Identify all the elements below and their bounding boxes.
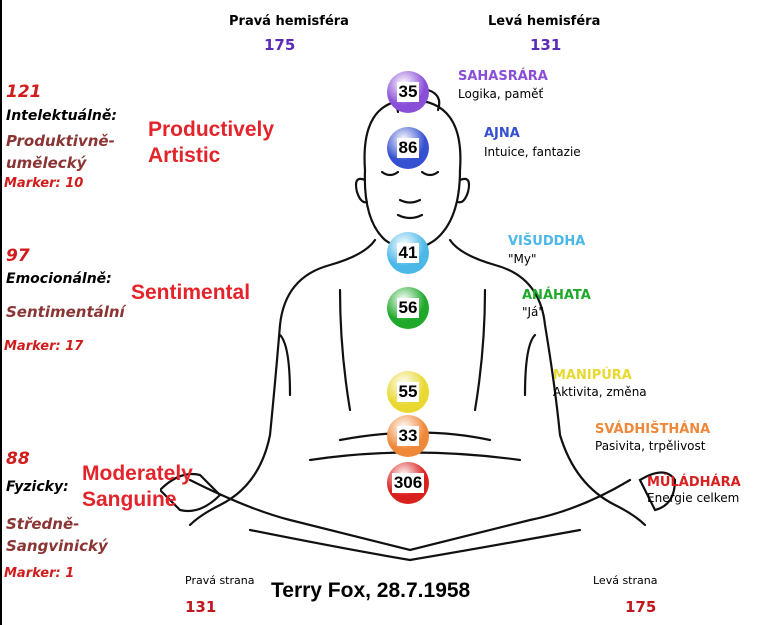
chakra-desc-anahata: "Já" [522,305,544,319]
left-hemisphere-label: Levá hemisféra [488,14,601,29]
meditating-figure-illustration [160,85,677,562]
right-hemisphere-label: Pravá hemisféra [229,14,349,29]
chakra-name-muladhara: MÚLÁDHÁRA [647,475,741,490]
physical-type-line-2: Sangvinický [6,537,108,555]
physical-english-line-1: Moderately [82,462,193,485]
person-title: Terry Fox, 28.7.1958 [271,579,471,602]
chakra-ball-anahata: 56 [387,287,429,329]
intellectual-label: Intelektuálně: [6,108,117,124]
chakra-desc-visuddha: "My" [508,252,537,266]
chakra-ball-ajna: 86 [387,127,429,169]
physical-marker: Marker: 1 [4,566,75,581]
right-side-label: Pravá strana [185,574,255,587]
intellectual-marker: Marker: 10 [4,176,84,191]
chakra-name-manipura: MANIPÚRA [553,368,632,383]
chakra-ball-svadhisthana: 33 [387,415,429,457]
chakra-name-sahasrara: SAHASRÁRA [458,69,548,84]
chakra-value-ajna: 86 [396,138,420,158]
chakra-value-muladhara: 306 [391,473,425,493]
chakra-value-anahata: 56 [396,298,420,318]
intellectual-type-line-2: umělecký [6,154,87,172]
chakra-value-visuddha: 41 [396,243,420,263]
chakra-desc-ajna: Intuice, fantazie [484,145,581,159]
left-side-value: 175 [625,598,657,616]
chakra-desc-manipura: Aktivita, změna [553,385,647,399]
chakra-desc-muladhara: Energie celkem [647,491,740,505]
chakra-ball-sahasrara: 35 [387,71,429,113]
right-hemisphere-value: 175 [264,36,296,54]
intellectual-type-line-1: Produktivně- [6,132,115,150]
intellectual-english-line-2: Artistic [148,144,221,167]
physical-value: 88 [6,449,30,469]
left-border [0,0,2,625]
right-side-value: 131 [185,598,217,616]
emotional-label: Emocionálně: [6,271,112,287]
chakra-name-anahata: ANÁHATA [522,288,591,303]
intellectual-english-line-1: Productively [148,118,275,141]
emotional-value: 97 [6,246,30,266]
chakra-name-visuddha: VIŠUDDHA [508,234,586,249]
physical-english-line-2: Sanguine [82,488,177,511]
physical-type-line-1: Středně- [6,515,80,533]
emotional-english: Sentimental [131,281,251,304]
left-side-label: Levá strana [593,574,658,587]
left-hemisphere-value: 131 [530,36,562,54]
chakra-desc-sahasrara: Logika, paměť [458,87,544,101]
chakra-ball-visuddha: 41 [387,232,429,274]
chakra-name-ajna: AJNA [484,126,520,141]
emotional-type: Sentimentální [6,303,125,321]
chakra-desc-svadhisthana: Pasivita, trpělivost [595,439,706,453]
chakra-ball-muladhara: 306 [387,462,429,504]
chakra-value-svadhisthana: 33 [396,426,420,446]
chakra-value-manipura: 55 [396,382,420,402]
intellectual-value: 121 [6,82,42,102]
emotional-marker: Marker: 17 [4,339,84,354]
chakra-value-sahasrara: 35 [396,82,420,102]
physical-label: Fyzicky: [6,479,69,495]
chakra-name-svadhisthana: SVÁDHIŠTHÁNA [595,422,711,437]
chakra-ball-manipura: 55 [387,371,429,413]
